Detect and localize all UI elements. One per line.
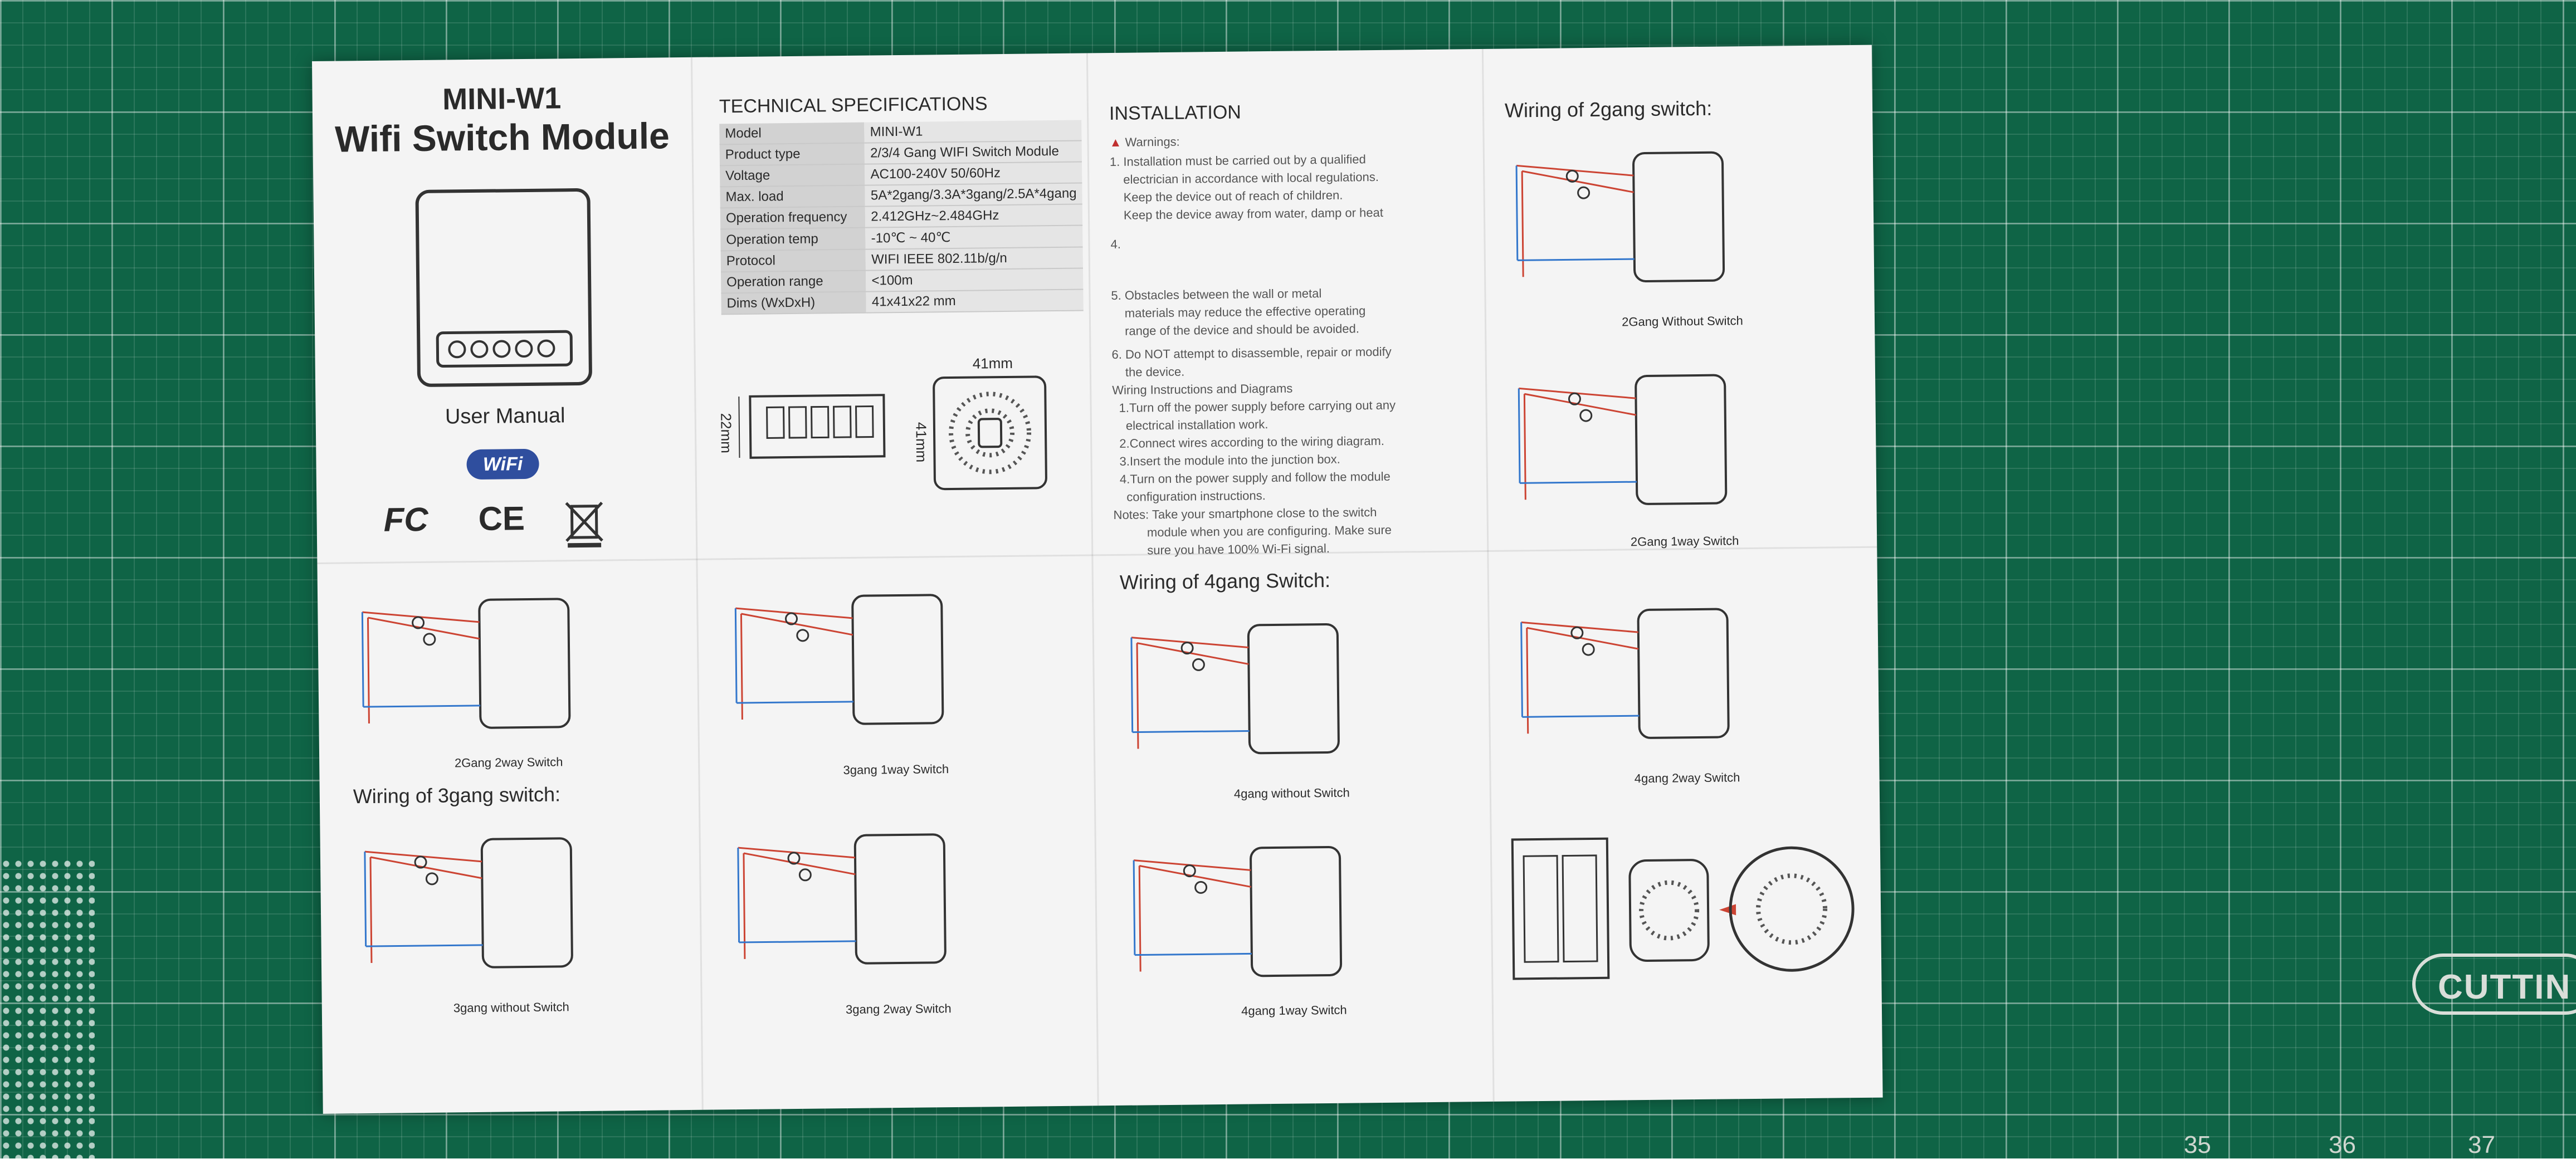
- bottom-panel-4: 4gang 2way Switch: [1492, 552, 1882, 1102]
- mat-dot-pattern: [0, 858, 95, 1158]
- warnings-label: ▲ Warnings:: [1109, 134, 1180, 150]
- table-row: Operation temp-10℃ ~ 40℃: [720, 225, 1083, 251]
- caption-4gang-without: 4gang without Switch: [1233, 785, 1350, 801]
- install-illustration: [1511, 837, 1855, 980]
- weee-bin-icon: [565, 501, 603, 548]
- three-gang-title: Wiring of 3gang switch:: [353, 783, 561, 808]
- two-gang-title: Wiring of 2gang switch:: [1504, 96, 1713, 122]
- wiring-diagram: [364, 837, 573, 969]
- model-name: MINI-W1: [442, 81, 562, 116]
- caption-3gang-2way: 3gang 2way Switch: [845, 1001, 952, 1017]
- caption-3gang-without: 3gang without Switch: [453, 1000, 569, 1015]
- caption-4gang-2way: 4gang 2way Switch: [1634, 770, 1740, 786]
- wiring-diagram: [734, 594, 944, 725]
- dim-height-label: 22mm: [718, 413, 735, 454]
- device-side-view: [738, 394, 886, 459]
- caption-2gang-without: 2Gang Without Switch: [1622, 314, 1743, 329]
- ruler-mark: 35: [2184, 1131, 2211, 1158]
- user-manual-label: User Manual: [445, 404, 565, 429]
- ruler-mark: 36: [2329, 1131, 2356, 1158]
- device-front-view: [933, 375, 1047, 491]
- product-title: Wifi Switch Module: [334, 115, 670, 160]
- ruler-mark: 37: [2468, 1131, 2495, 1158]
- two-gang-panel: Wiring of 2gang switch: 2Gang Without Sw…: [1487, 45, 1877, 550]
- dim-width-label: 41mm: [972, 354, 1013, 372]
- specs-heading: TECHNICAL SPECIFICATIONS: [719, 93, 988, 118]
- wiring-diagram: [1520, 608, 1730, 739]
- caption-3gang-1way: 3gang 1way Switch: [843, 762, 949, 777]
- wiring-diagram: [1515, 151, 1725, 282]
- caption-2gang-2way: 2Gang 2way Switch: [454, 755, 563, 770]
- caption-4gang-1way: 4gang 1way Switch: [1241, 1002, 1347, 1018]
- four-gang-title: Wiring of 4gang Switch:: [1119, 568, 1331, 594]
- wiring-diagram: [1133, 845, 1343, 977]
- installation-text: 1. Installation must be carried out by a…: [1109, 152, 1396, 558]
- wifi-badge: WiFi: [466, 448, 539, 480]
- table-row: Dims (WxDxH)41x41x22 mm: [721, 289, 1084, 315]
- bottom-panel-3: Wiring of 4gang Switch: 4gang without Sw…: [1097, 556, 1487, 1106]
- manual-sheet: MINI-W1 Wifi Switch Module User Manual W…: [312, 45, 1883, 1114]
- installation-heading: INSTALLATION: [1109, 101, 1242, 125]
- bottom-panel-1: 2Gang 2way Switch Wiring of 3gang switch…: [318, 564, 702, 1114]
- bottom-panel-2: 3gang 1way Switch 3gang 2way Switch: [701, 560, 1091, 1109]
- cover-panel: MINI-W1 Wifi Switch Module User Manual W…: [312, 57, 696, 563]
- wiring-diagram: [1130, 623, 1340, 755]
- installation-panel: INSTALLATION ▲ Warnings: 1. Installation…: [1092, 49, 1481, 558]
- wiring-diagram: [1518, 374, 1728, 505]
- mat-ruler: 35 36 37: [1838, 1131, 2576, 1158]
- wiring-diagram: [737, 833, 947, 965]
- dim-depth-label: 41mm: [913, 422, 930, 463]
- wiring-diagram: [361, 598, 571, 729]
- ce-logo: CE: [478, 500, 525, 537]
- fcc-logo: FC: [383, 500, 428, 539]
- device-front-illustration: [415, 188, 592, 387]
- mat-brand-badge: CUTTIN: [2412, 953, 2576, 1015]
